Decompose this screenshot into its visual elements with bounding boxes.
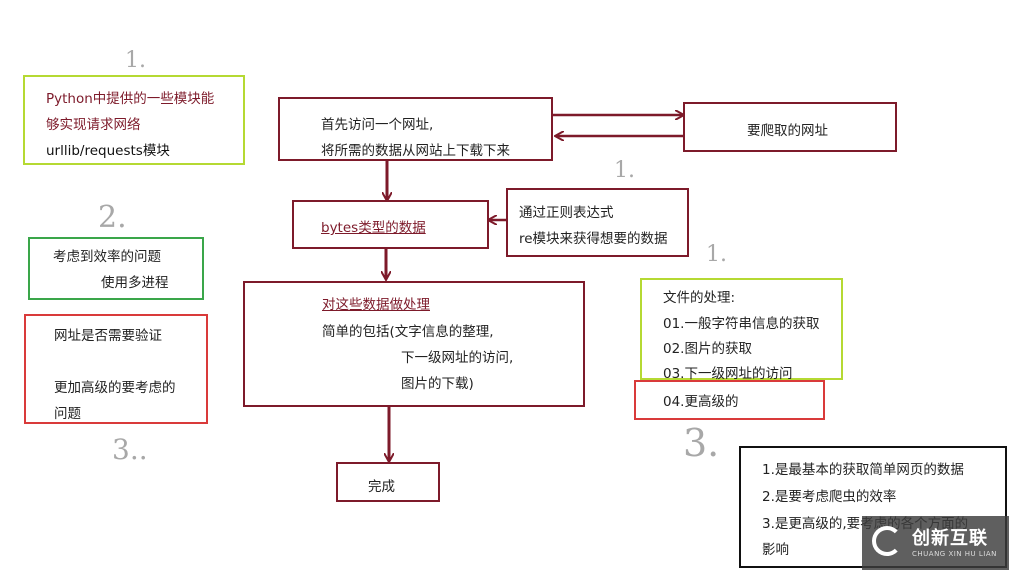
label-one-regex: 1.: [614, 158, 635, 183]
visit-url-box: 首先访问一个网址, 将所需的数据从网站上下载下来: [278, 97, 553, 161]
processing-line-2: 简单的包括(文字信息的整理,: [322, 324, 494, 340]
summary-line-2: 2.是要考虑爬虫的效率: [762, 489, 897, 505]
python-modules-box: Python中提供的一些模块能 够实现请求网络 urllib/requests模…: [23, 75, 245, 165]
python-box-line-2: 够实现请求网络: [46, 117, 141, 133]
visit-line-2: 将所需的数据从网站上下载下来: [321, 143, 510, 159]
efficiency-box: 考虑到效率的问题 使用多进程: [28, 237, 204, 300]
label-one-top-left: 1.: [125, 48, 146, 73]
file-item-1: 01.一般字符串信息的获取: [663, 316, 820, 332]
regex-box: 通过正则表达式 re模块来获得想要的数据: [506, 188, 689, 257]
data-processing-box: 对这些数据做处理 简单的包括(文字信息的整理, 下一级网址的访问, 图片的下载): [243, 281, 585, 407]
file-title: 文件的处理:: [663, 290, 736, 306]
watermark-logo: 创新互联 CHUANG XIN HU LIAN: [862, 516, 1009, 570]
verify-line-3: 问题: [54, 406, 81, 422]
done-label: 完成: [368, 479, 395, 495]
target-url-box: 要爬取的网址: [683, 102, 897, 152]
advanced-label: 04.更高级的: [663, 394, 739, 410]
label-one-file: 1.: [706, 242, 727, 267]
summary-line-1: 1.是最基本的获取简单网页的数据: [762, 462, 964, 478]
label-two: 2.: [98, 200, 127, 235]
file-processing-box: 文件的处理: 01.一般字符串信息的获取 02.图片的获取 03.下一级网址的访…: [640, 278, 843, 382]
watermark-cn-text: 创新互联: [912, 528, 988, 549]
logo-circle-icon: [872, 526, 902, 556]
advanced-box: 04.更高级的: [634, 380, 825, 420]
processing-line-3: 下一级网址的访问,: [401, 350, 514, 366]
summary-line-4: 影响: [762, 542, 789, 558]
processing-line-4: 图片的下载): [401, 376, 474, 392]
file-item-3: 03.下一级网址的访问: [663, 366, 793, 382]
regex-line-2: re模块来获得想要的数据: [519, 231, 668, 247]
bytes-data-label: bytes类型的数据: [321, 220, 426, 236]
bytes-data-box: bytes类型的数据: [292, 200, 489, 249]
visit-line-1: 首先访问一个网址,: [321, 117, 434, 133]
watermark-en-text: CHUANG XIN HU LIAN: [912, 550, 997, 558]
done-box: 完成: [336, 462, 440, 502]
label-three-left: 3..: [112, 433, 148, 466]
regex-line-1: 通过正则表达式: [519, 205, 614, 221]
python-box-line-1: Python中提供的一些模块能: [46, 91, 215, 107]
efficiency-line-2: 使用多进程: [101, 275, 169, 291]
processing-title: 对这些数据做处理: [322, 297, 430, 313]
target-url-label: 要爬取的网址: [747, 123, 828, 139]
verify-line-2: 更加高级的要考虑的: [54, 380, 176, 396]
file-item-2: 02.图片的获取: [663, 341, 752, 357]
efficiency-line-1: 考虑到效率的问题: [53, 249, 161, 265]
verify-line-1: 网址是否需要验证: [54, 328, 162, 344]
python-box-line-3: urllib/requests模块: [46, 143, 170, 159]
label-three-right: 3.: [683, 421, 720, 465]
verification-box: 网址是否需要验证 更加高级的要考虑的 问题: [24, 314, 208, 424]
